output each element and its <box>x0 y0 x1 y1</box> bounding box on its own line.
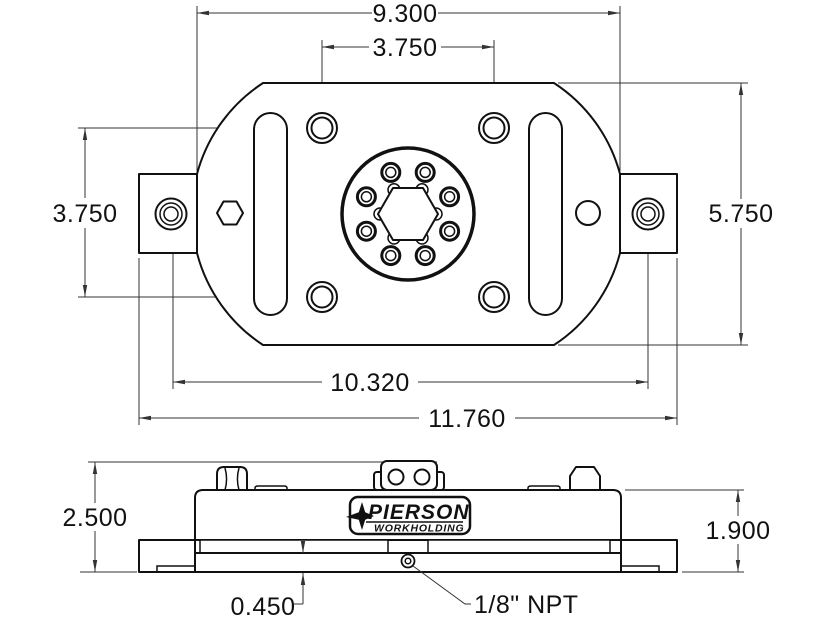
dim-base-thickness: 0.450 <box>230 541 306 621</box>
slot-left <box>253 112 288 316</box>
center-boss <box>340 146 476 282</box>
dim-overall-height-label: 5.750 <box>708 200 773 228</box>
bolt-hole-inner <box>443 191 456 203</box>
leader-line <box>412 565 471 605</box>
bolt-hole-inner <box>360 225 373 237</box>
dim-body-height-label: 1.900 <box>705 517 770 545</box>
corner-hole-bottom-left <box>306 281 338 313</box>
bolt-hole-inner <box>443 225 456 237</box>
pierson-logo: PIERSON WORKHOLDING <box>346 495 472 536</box>
dim-body-width: 9.300 <box>197 0 620 28</box>
bolt-hole <box>380 245 402 267</box>
hole-ring <box>310 285 334 309</box>
dim-hole-spacing-horizontal: 3.750 <box>322 34 494 62</box>
top-clamp-right <box>569 466 601 491</box>
pin-hole-right <box>575 200 601 226</box>
hole-ring <box>640 206 656 222</box>
foot-step-right <box>621 565 660 572</box>
bolt-hole <box>355 186 377 208</box>
hole-ring <box>310 116 334 140</box>
hex-pocket <box>216 200 244 226</box>
clamp-body <box>216 466 248 491</box>
dim-tab-hole-spacing-label: 10.320 <box>330 369 409 397</box>
clamp-detail <box>236 467 240 491</box>
dim-overall-width: 11.760 <box>139 405 677 433</box>
side-view: PIERSON WORKHOLDING 2.500 1.900 <box>62 460 770 621</box>
bolt-hole-inner <box>385 249 397 262</box>
bolt-hole-inner <box>419 249 431 262</box>
npt-port-callout: 1/8" NPT <box>412 565 579 619</box>
hex-cutout <box>377 187 439 241</box>
dim-tab-hole-spacing: 10.320 <box>173 369 648 397</box>
dim-hole-spacing-vertical: 3.750 <box>52 128 117 297</box>
mid-band-right <box>427 539 611 554</box>
base-tab-left <box>138 539 196 573</box>
bolt-hole <box>380 161 402 183</box>
dim-body-height: 1.900 <box>705 490 770 572</box>
logo-frame <box>348 495 472 536</box>
bolt-hole <box>414 245 436 267</box>
port-inner <box>404 557 412 565</box>
bolt-hole-inner <box>385 166 397 179</box>
dim-base-thickness-label: 0.450 <box>230 593 295 621</box>
tab-bolt-hole-right <box>631 197 665 231</box>
logo-sub-text: WORKHOLDING <box>374 523 464 535</box>
base-tab-right <box>620 539 678 573</box>
dim-hole-spacing-horizontal-label: 3.750 <box>372 34 437 62</box>
bolt-hole <box>355 220 377 242</box>
corner-hole-top-left <box>306 112 338 144</box>
dim-total-height-label: 2.500 <box>62 504 127 532</box>
mid-band-left <box>199 539 389 554</box>
dim-overall-width-label: 11.760 <box>428 405 506 433</box>
foot-step-left <box>156 565 195 572</box>
top-view: 9.300 3.750 3.750 5.750 10.320 11.760 <box>52 0 773 433</box>
npt-port <box>400 553 416 569</box>
tab-bolt-hole-left <box>154 197 188 231</box>
bolt-hole-inner <box>419 166 431 179</box>
bolt-hole <box>439 220 461 242</box>
star-icon <box>346 502 374 530</box>
dim-body-width-label: 9.300 <box>372 0 437 28</box>
logo-brand-text: PIERSON <box>368 501 470 524</box>
npt-port-label: 1/8" NPT <box>474 591 579 619</box>
top-view-extension-lines <box>78 6 748 425</box>
slot-right <box>528 112 563 316</box>
center-bracket <box>373 460 445 491</box>
hole-ring <box>482 285 506 309</box>
bolt-hole <box>414 161 436 183</box>
bolt-circle-holes <box>355 161 461 267</box>
top-clamp-left <box>216 466 248 491</box>
dim-hole-spacing-vertical-label: 3.750 <box>52 200 117 228</box>
corner-hole-top-right <box>478 112 510 144</box>
corner-hole-bottom-right <box>478 281 510 313</box>
dim-total-height: 2.500 <box>62 462 127 572</box>
dim-overall-height: 5.750 <box>708 83 773 345</box>
clamp-detail <box>224 467 228 491</box>
bracket-hole <box>413 468 431 486</box>
center-lobed-cutout <box>373 183 443 245</box>
bolt-hole <box>439 186 461 208</box>
hole-ring <box>482 116 506 140</box>
side-view-extension-lines <box>80 461 744 573</box>
bolt-hole-inner <box>360 191 373 203</box>
bracket-hole <box>387 468 405 486</box>
hole-ring <box>163 206 179 222</box>
